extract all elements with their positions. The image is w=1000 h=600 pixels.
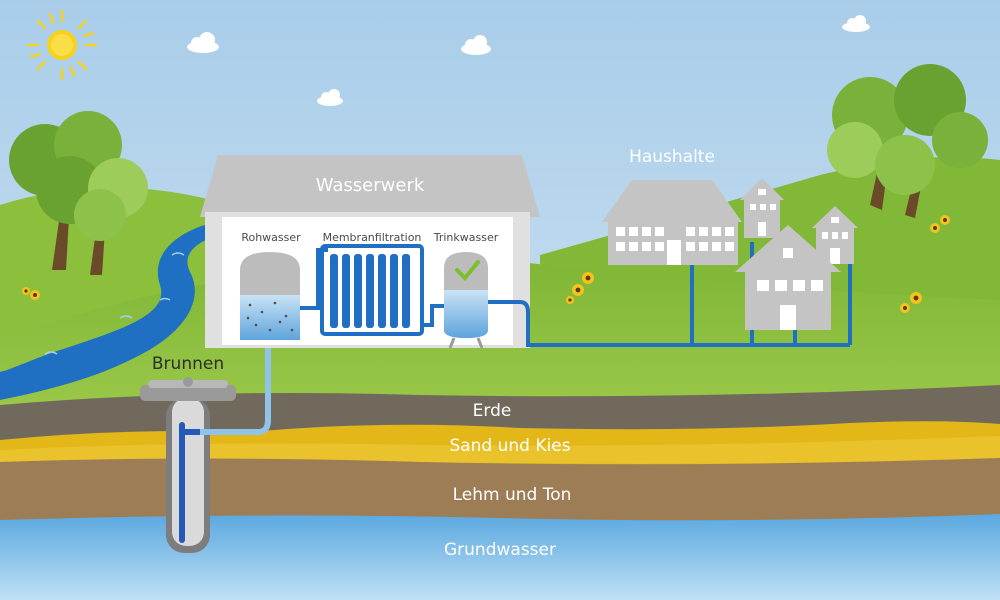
sunflower-icon	[22, 215, 950, 313]
sand-layer-highlight	[0, 436, 1000, 464]
raw-water-tank	[240, 252, 300, 340]
drinking-water-label: Trinkwasser	[433, 231, 499, 244]
groundwater-layer	[0, 514, 1000, 600]
sun-icon	[26, 9, 98, 81]
membrane-filtration	[300, 244, 444, 336]
house-icon	[735, 225, 841, 330]
well-label: Brunnen	[151, 354, 225, 374]
well	[140, 377, 236, 553]
pipe-well-to-plant	[200, 340, 271, 435]
clay-label: Lehm und Ton	[452, 485, 572, 505]
river-ripples	[44, 252, 185, 355]
earth-label: Erde	[472, 401, 512, 421]
membrane-label: Membranfiltration	[322, 231, 422, 244]
river	[0, 222, 232, 400]
tree-icon	[9, 111, 148, 275]
cloud-icon	[187, 15, 870, 106]
checkmark-icon	[455, 260, 480, 281]
tree-icon	[827, 64, 988, 218]
households-label: Haushalte	[629, 147, 715, 167]
house-icon	[740, 178, 784, 238]
waterworks-label: Wasserwerk	[315, 175, 425, 196]
raw-water-label: Rohwasser	[241, 231, 301, 244]
groundwater-label: Grundwasser	[444, 540, 556, 560]
house-icon	[602, 180, 742, 265]
drinking-water-tank	[444, 252, 488, 349]
sand-gravel-label: Sand und Kies	[449, 436, 571, 456]
